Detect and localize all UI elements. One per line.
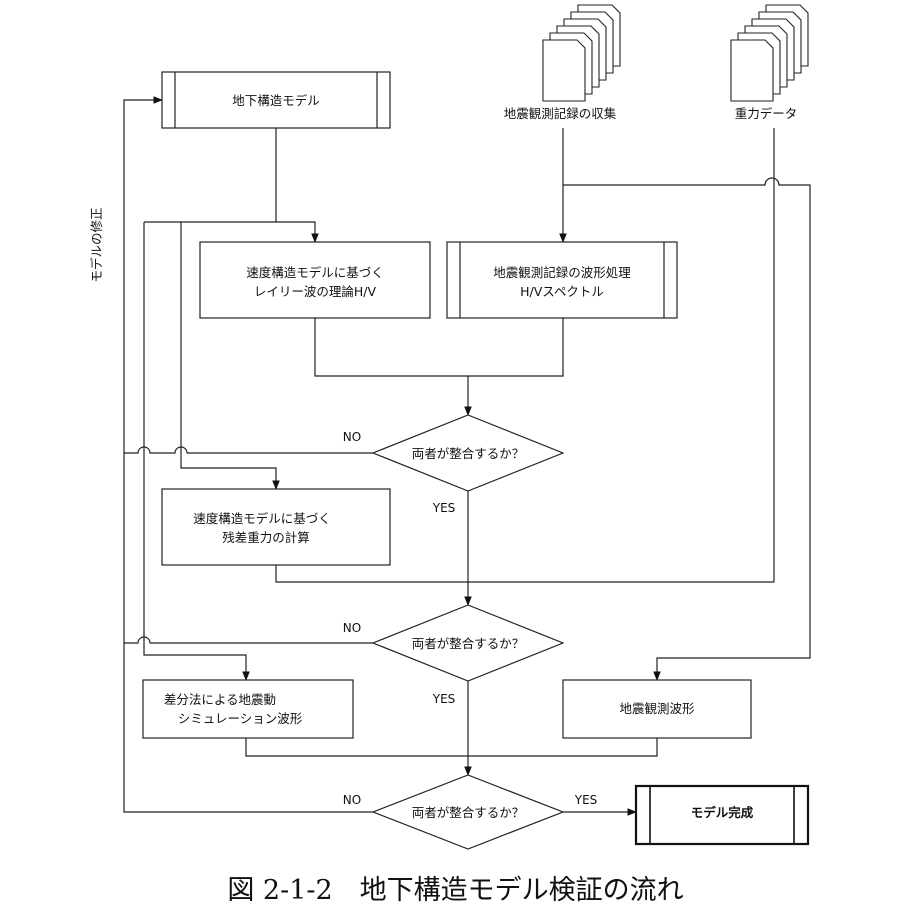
edge-gravity-to-d2: [468, 128, 775, 583]
node-eq-records: 地震観測記録の収集: [504, 106, 617, 121]
label-yes-2: YES: [432, 692, 456, 706]
edge-loop-to-residual: [180, 222, 280, 490]
node-complete: モデル完成: [691, 805, 754, 820]
label-yes-3: YES: [574, 793, 598, 807]
node-fdm-line1: 差分法による地震動: [164, 692, 276, 707]
label-no-1: NO: [343, 430, 361, 444]
node-obs-wave: 地震観測波形: [619, 701, 695, 716]
node-theory-hv-line2: レイリー波の理論H/V: [254, 284, 377, 299]
node-wave-proc-line1: 地震観測記録の波形処理: [493, 265, 631, 280]
edge-to-theory-hv: [276, 221, 319, 243]
node-theory-hv-line1: 速度構造モデルに基づく: [246, 265, 384, 280]
label-yes-1: YES: [432, 501, 456, 515]
label-modify-model: モデルの修正: [89, 207, 104, 282]
edge-records-to-obs-wave: [563, 177, 811, 681]
gravity-label-bg: [728, 104, 808, 124]
label-no-2: NO: [343, 621, 361, 635]
decision-1-diamond: [371, 414, 565, 492]
decision-2-diamond: [371, 604, 565, 682]
doc-stack-eq-records: [542, 4, 621, 102]
records-label-bg: [490, 104, 630, 124]
edge-theory-merge: [314, 318, 564, 377]
node-complete-box: [634, 784, 810, 846]
node-residual-line2: 残差重力の計算: [222, 530, 310, 545]
edge-fdm-obs-merge: [245, 738, 658, 757]
connectors: [123, 96, 811, 816]
edge-d1-no: [124, 446, 373, 454]
node-gravity: 重力データ: [735, 106, 798, 121]
figure-caption: 図 2-1-2 地下構造モデル検証の流れ: [227, 875, 684, 906]
edge-d2-no: [124, 636, 373, 644]
node-wave-proc-line2: H/Vスペクトル: [520, 284, 604, 299]
edge-residual-to-d2: [275, 565, 468, 583]
doc-sheet: [730, 39, 774, 102]
node-model: 地下構造モデル: [232, 93, 320, 108]
decision-2: 両者が整合するか？: [412, 636, 525, 651]
doc-stack-gravity: [730, 4, 809, 102]
label-no-3: NO: [343, 793, 361, 807]
flowchart: 地震観測記録の収集 重力データ 地下構造モデル 速度構造モデルに基づく レイリー…: [89, 4, 811, 850]
node-model-box: [161, 71, 391, 129]
doc-sheet: [542, 39, 586, 102]
decision-3: 両者が整合するか？: [412, 805, 525, 820]
node-theory-hv-box: [199, 241, 431, 319]
node-residual-box: [161, 488, 391, 566]
edge-d3-no: [123, 96, 373, 813]
node-obs-wave-box: [562, 679, 752, 739]
node-fdm-box: [142, 679, 354, 739]
decision-3-diamond: [371, 774, 565, 850]
edge-loop-to-fdm: [143, 222, 250, 681]
node-wave-proc-box: [446, 241, 678, 319]
node-residual-line1: 速度構造モデルに基づく: [193, 511, 331, 526]
node-fdm-line2: シミュレーション波形: [178, 711, 303, 726]
decision-1: 両者が整合するか？: [412, 446, 525, 461]
